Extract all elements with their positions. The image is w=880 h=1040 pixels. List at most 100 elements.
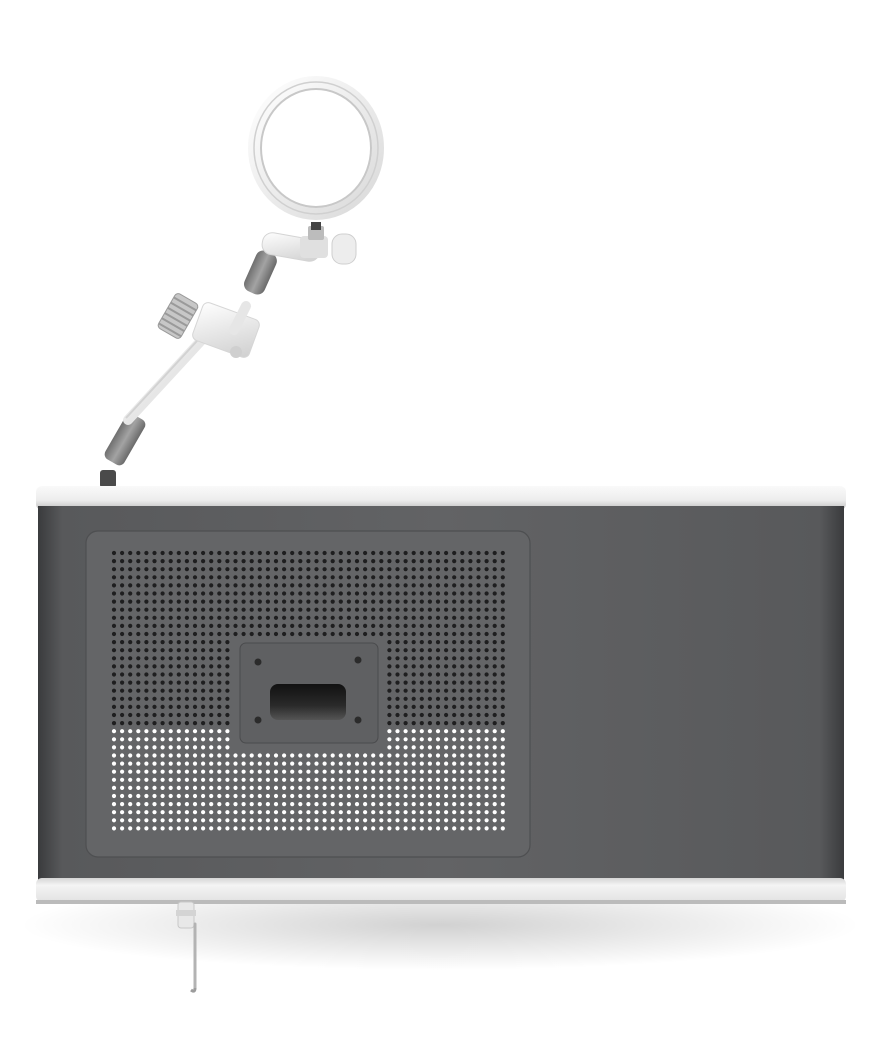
vent-hole	[160, 567, 165, 572]
vent-hole	[354, 810, 360, 815]
vent-hole	[500, 648, 505, 653]
vent-hole	[452, 761, 457, 766]
vent-hole	[314, 785, 319, 791]
vent-hole	[435, 567, 441, 572]
vent-hole	[500, 656, 505, 661]
vent-hole	[492, 745, 497, 750]
vent-hole	[387, 696, 392, 701]
vent-hole	[290, 623, 295, 629]
vent-hole	[176, 550, 181, 556]
vent-hole	[241, 623, 246, 629]
vent-hole	[444, 672, 449, 677]
vent-hole	[144, 664, 149, 669]
vent-hole	[298, 802, 303, 807]
vent-hole	[233, 826, 238, 831]
vent-hole	[444, 567, 449, 572]
vent-hole	[403, 583, 408, 588]
vent-hole	[411, 793, 416, 799]
vent-hole	[217, 664, 222, 669]
vent-hole	[435, 688, 441, 693]
vent-hole	[192, 688, 198, 693]
vent-hole	[411, 777, 416, 782]
vent-hole	[363, 761, 368, 766]
vent-hole	[176, 745, 181, 750]
vent-hole	[500, 826, 505, 831]
vent-hole	[476, 785, 481, 791]
vent-hole	[419, 745, 424, 750]
vent-hole	[209, 712, 214, 718]
vent-hole	[176, 648, 181, 653]
vent-hole	[168, 753, 173, 758]
vent-hole	[233, 777, 238, 782]
vent-hole	[484, 640, 489, 645]
vent-hole	[411, 810, 416, 815]
vent-hole	[476, 688, 481, 693]
handle-plate[interactable]	[239, 642, 379, 744]
vent-hole	[435, 672, 441, 677]
vent-hole	[160, 777, 165, 782]
vent-hole	[209, 664, 214, 669]
vent-hole	[460, 664, 465, 669]
vent-hole	[419, 729, 424, 734]
vent-hole	[120, 631, 125, 637]
vent-hole	[492, 721, 497, 726]
vent-hole	[225, 567, 230, 572]
screw-icon	[354, 716, 362, 724]
vent-hole	[363, 826, 368, 831]
vent-hole	[484, 688, 489, 693]
vent-hole	[265, 607, 270, 612]
vent-hole	[152, 712, 157, 718]
vent-hole	[136, 550, 141, 556]
vent-hole	[192, 623, 198, 629]
vent-hole	[371, 777, 376, 782]
knurled-knob-icon[interactable]	[157, 292, 200, 340]
vent-hole	[306, 753, 311, 758]
vent-hole	[184, 664, 189, 669]
vent-hole	[152, 745, 157, 750]
magnifier-arm[interactable]	[100, 76, 384, 488]
vent-hole	[111, 777, 117, 782]
vent-hole	[257, 550, 262, 556]
ring-knob-icon[interactable]	[331, 233, 357, 265]
vent-hole	[306, 591, 311, 596]
vent-hole	[128, 615, 133, 620]
vent-hole	[225, 785, 230, 791]
vent-hole	[379, 769, 384, 774]
vent-hole	[136, 664, 141, 669]
vent-hole	[363, 802, 368, 807]
vent-hole	[468, 696, 473, 701]
vent-hole	[176, 729, 181, 734]
vent-hole	[120, 615, 125, 620]
handle-slot-icon[interactable]	[270, 684, 346, 720]
vent-hole	[322, 623, 327, 629]
vent-hole	[403, 631, 408, 637]
vent-hole	[241, 607, 246, 612]
vent-hole	[419, 704, 424, 710]
bottom-hook[interactable]	[176, 901, 197, 993]
vent-hole	[427, 680, 432, 685]
magnifier-ring-icon[interactable]	[248, 76, 384, 220]
vent-hole	[192, 575, 198, 580]
vent-hole	[160, 615, 165, 620]
vent-hole	[500, 818, 505, 823]
vent-hole	[330, 559, 335, 564]
vent-hole	[192, 793, 198, 799]
vent-hole	[233, 583, 238, 588]
vent-hole	[176, 583, 181, 588]
vent-hole	[363, 631, 368, 637]
vent-hole	[152, 631, 157, 637]
vent-hole	[500, 696, 505, 701]
vent-hole	[460, 761, 465, 766]
vent-hole	[225, 802, 230, 807]
vent-hole	[476, 648, 481, 653]
vent-hole	[176, 656, 181, 661]
vent-hole	[500, 615, 505, 620]
vent-hole	[419, 583, 424, 588]
vent-hole	[201, 631, 206, 637]
vent-hole	[411, 550, 416, 556]
vent-hole	[144, 615, 149, 620]
vent-hole	[184, 648, 189, 653]
vent-hole	[201, 785, 206, 791]
vent-hole	[249, 826, 254, 831]
vent-hole	[225, 704, 230, 710]
